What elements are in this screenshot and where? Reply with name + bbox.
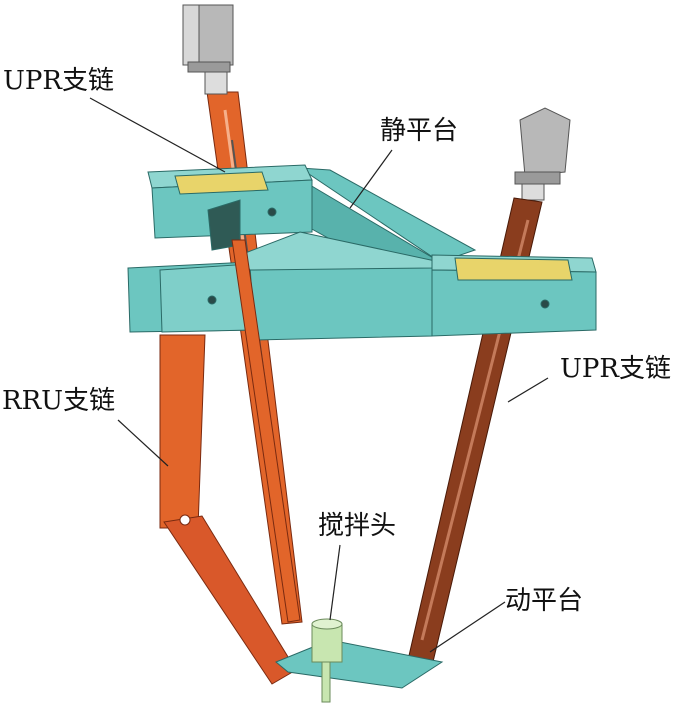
label-rru: RRU支链 <box>2 386 116 416</box>
left-motor <box>182 4 234 95</box>
label-upr-right: UPR支链 <box>560 354 671 384</box>
label-static-platform: 静平台 <box>380 116 459 146</box>
leader-lines <box>89 97 549 653</box>
left-upr-leg-lower <box>231 239 301 623</box>
rru-leg <box>159 334 297 685</box>
label-moving-platform: 动平台 <box>505 586 584 616</box>
label-stirrer: 搅拌头 <box>318 511 397 541</box>
stirrer <box>311 618 343 703</box>
right-motor <box>514 107 571 201</box>
static-platform <box>127 164 597 341</box>
label-upr-left: UPR支链 <box>3 66 114 96</box>
